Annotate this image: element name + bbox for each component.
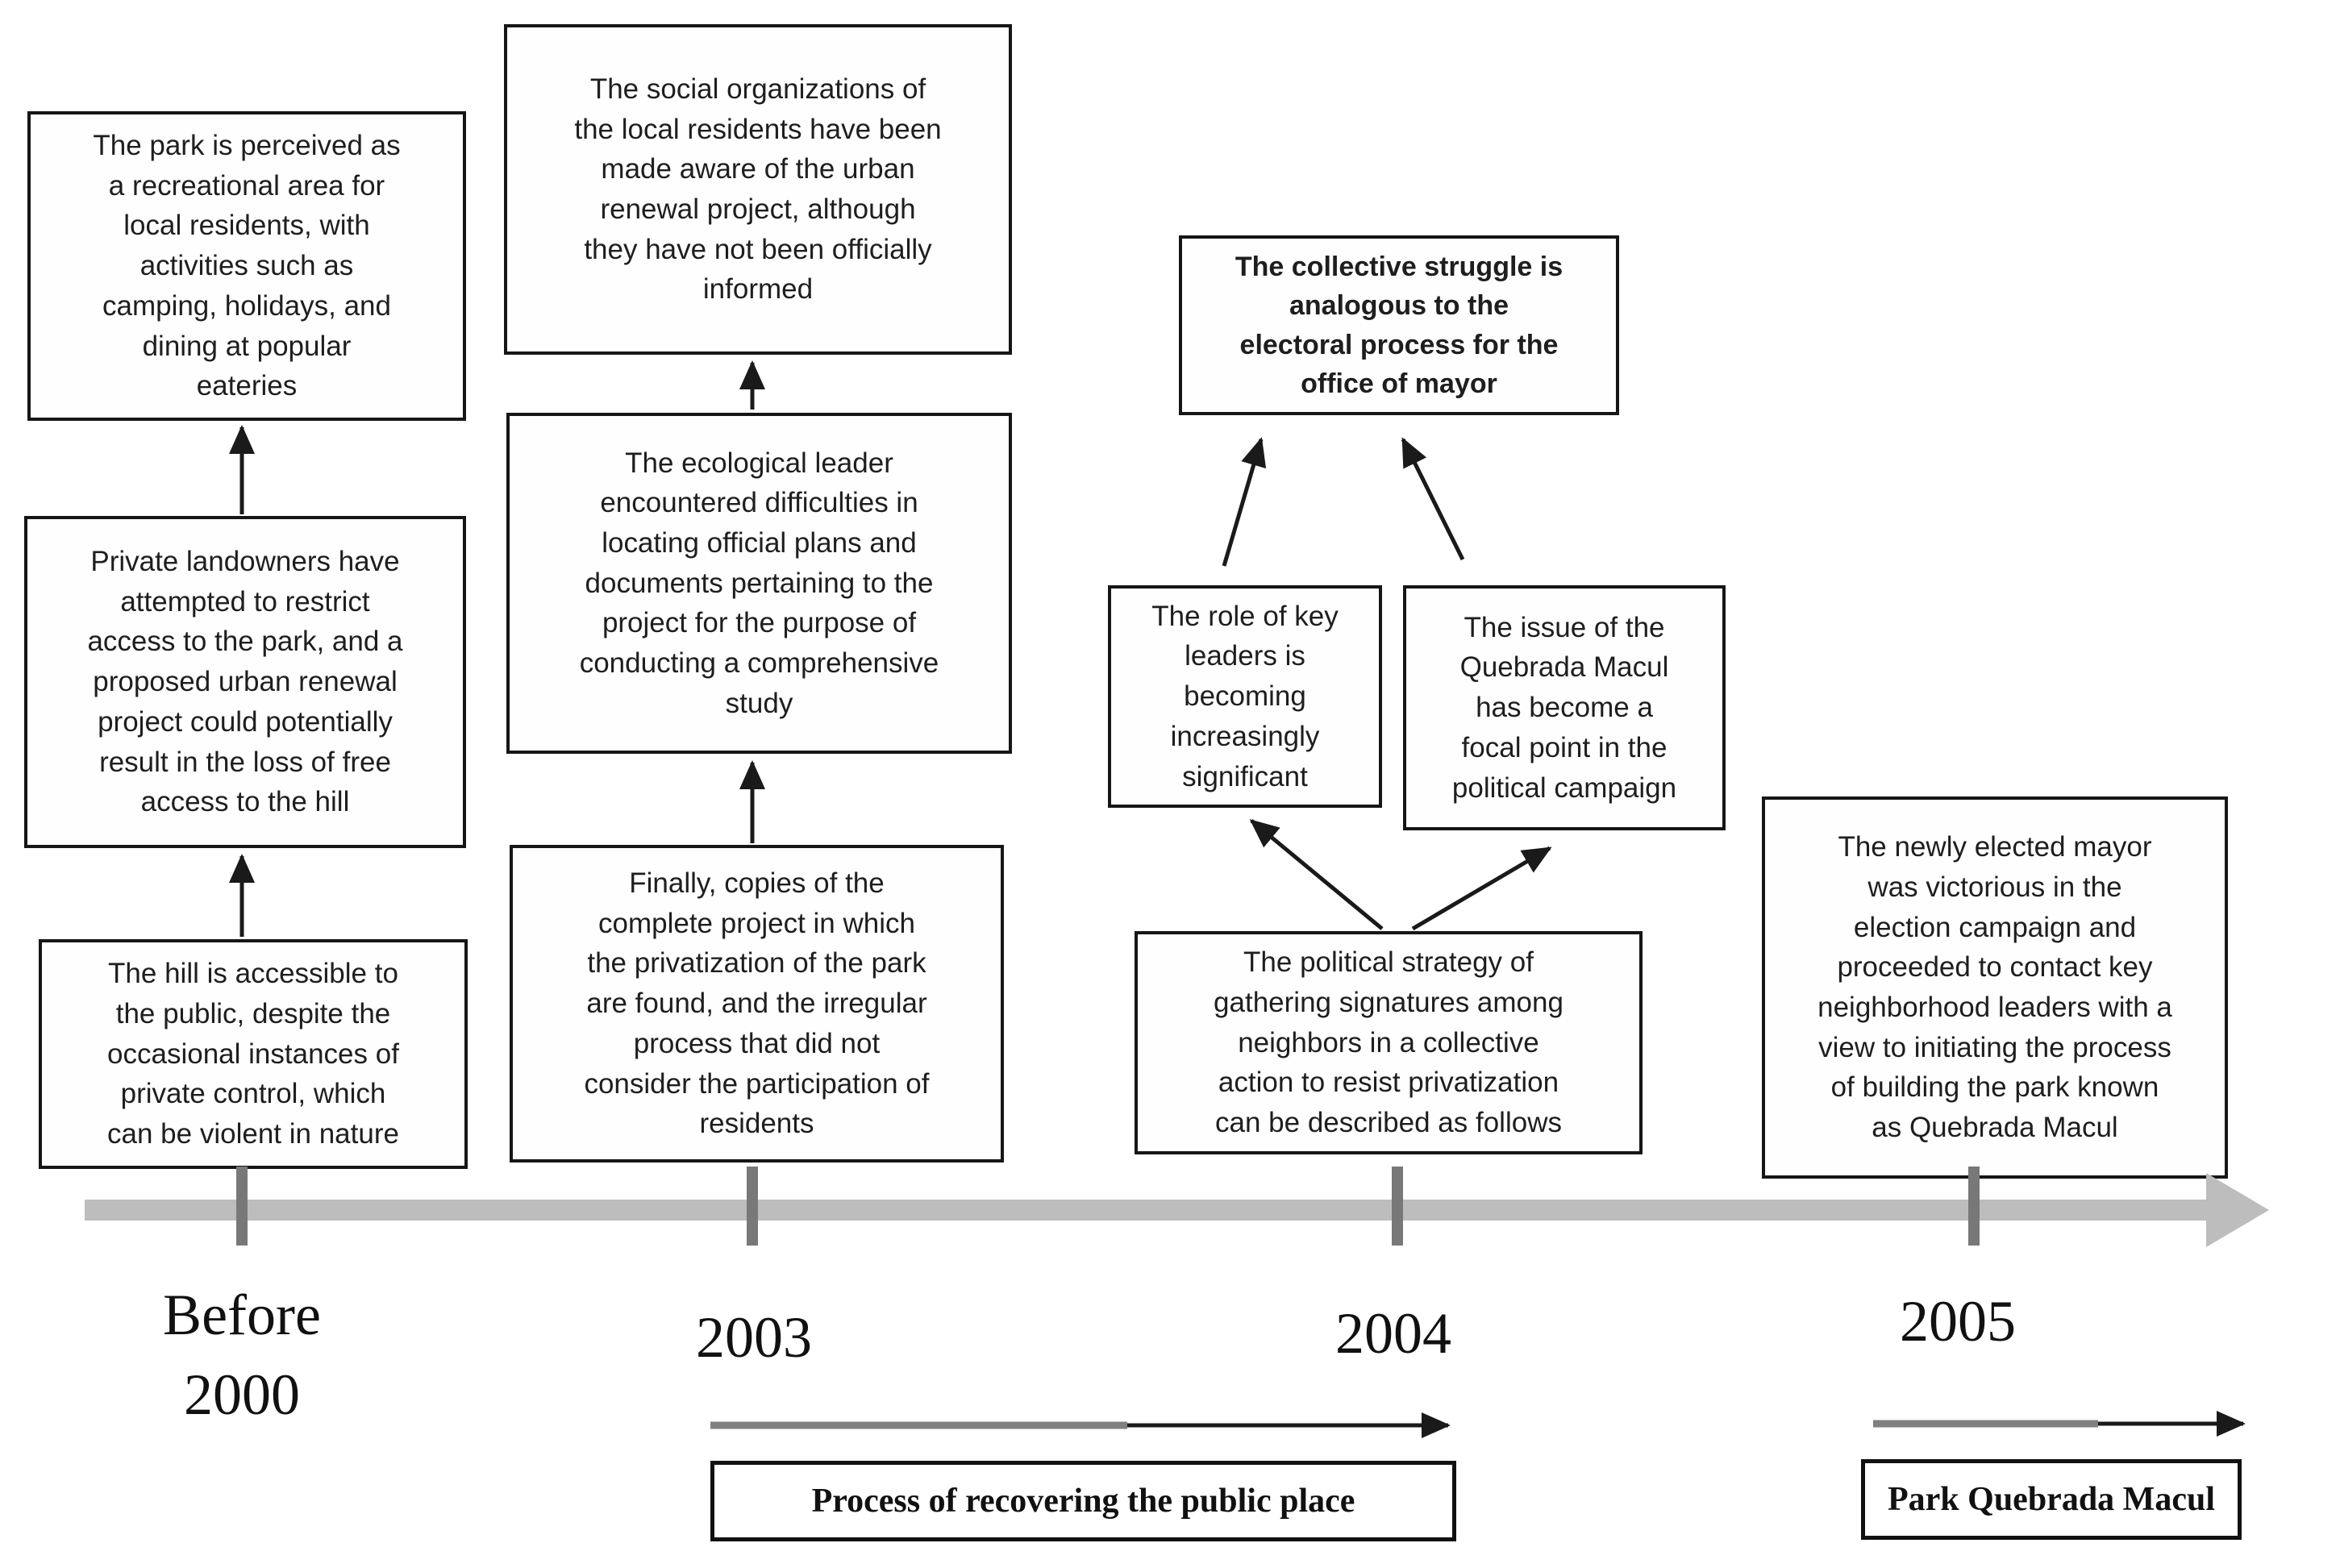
year-label-2005: 2005	[1900, 1289, 2016, 1354]
event-text: The collective struggle is analogous to …	[1235, 251, 1563, 399]
event-box-2003-bottom: Finally, copies of the complete project …	[510, 845, 1004, 1162]
event-text: The political strategy of gathering sign…	[1214, 946, 1563, 1139]
timeline-tick-2003	[747, 1167, 758, 1246]
event-text: The role of key leaders is becoming incr…	[1151, 600, 1339, 792]
event-text: The ecological leader encountered diffic…	[579, 447, 939, 719]
event-text: Finally, copies of the complete project …	[584, 867, 930, 1140]
event-box-2005: The newly elected mayor was victorious i…	[1762, 796, 2228, 1179]
year-label-2004: 2004	[1335, 1301, 1451, 1366]
event-box-2004-middle-left: The role of key leaders is becoming incr…	[1108, 585, 1382, 808]
event-text: Private landowners have attempted to res…	[87, 546, 403, 818]
event-box-before2000-bottom: The hill is accessible to the public, de…	[39, 939, 468, 1169]
annotation-label: Process of recovering the public place	[811, 1483, 1355, 1520]
timeline-arrowhead-icon	[2206, 1173, 2269, 1247]
event-text: The hill is accessible to the public, de…	[107, 958, 399, 1150]
event-text: The issue of the Quebrada Macul has beco…	[1451, 611, 1677, 804]
event-box-2004-middle-right: The issue of the Quebrada Macul has beco…	[1403, 585, 1726, 830]
arrow-col3-to-middle-left	[1249, 819, 1384, 930]
year-label-2003: 2003	[696, 1305, 812, 1370]
event-box-before2000-top: The park is perceived as a recreational …	[27, 111, 466, 421]
annotation-label: Park Quebrada Macul	[1888, 1481, 2215, 1518]
annotation-box-park: Park Quebrada Macul	[1861, 1459, 2242, 1540]
event-box-2004-top: The collective struggle is analogous to …	[1179, 235, 1619, 415]
event-text: The social organizations of the local re…	[574, 73, 942, 306]
event-box-before2000-middle: Private landowners have attempted to res…	[24, 516, 466, 848]
annotation-box-process: Process of recovering the public place	[710, 1461, 1456, 1541]
timeline-tick-2005	[1968, 1167, 1980, 1246]
year-label-before2000: Before 2000	[163, 1283, 321, 1428]
timeline-tick-2004	[1392, 1167, 1403, 1246]
timeline-bar	[85, 1200, 2208, 1221]
event-box-2004-bottom: The political strategy of gathering sign…	[1135, 931, 1643, 1154]
arrow-col3-right-to-top	[1401, 437, 1465, 561]
timeline-tick-before2000	[236, 1167, 248, 1246]
event-text: The newly elected mayor was victorious i…	[1817, 831, 2172, 1144]
arrow-col3-to-middle-right	[1411, 846, 1552, 931]
event-text: The park is perceived as a recreational …	[93, 130, 401, 402]
arrow-col3-left-to-top	[1222, 437, 1267, 567]
event-box-2003-middle: The ecological leader encountered diffic…	[506, 413, 1012, 754]
event-box-2003-top: The social organizations of the local re…	[504, 24, 1012, 355]
